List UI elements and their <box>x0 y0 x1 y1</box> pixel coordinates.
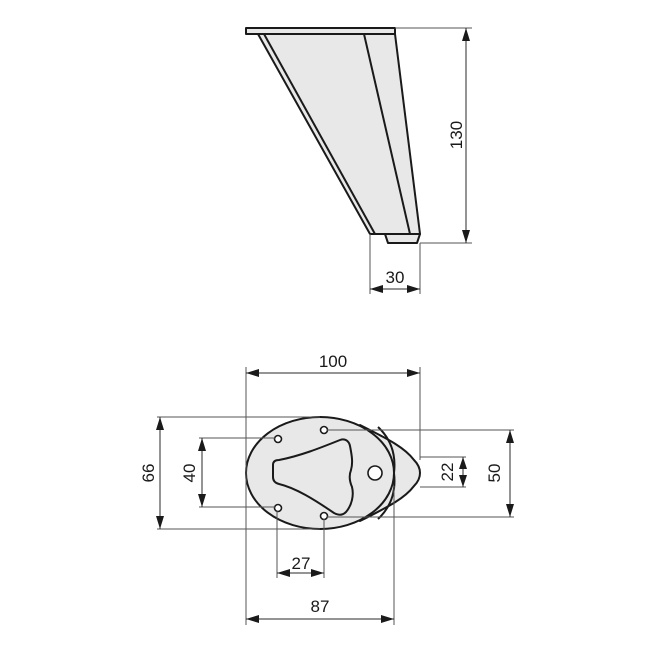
dimension-label-27: 27 <box>292 554 311 573</box>
center-bolt-hole <box>367 465 383 481</box>
arrow-left-icon <box>277 569 290 577</box>
top-view: 100 87 27 66 <box>139 352 514 625</box>
arrow-up-icon <box>462 28 470 41</box>
triangle-cutout <box>272 438 354 516</box>
screw-hole-top-right <box>319 425 329 435</box>
dimension-label-22: 22 <box>438 463 457 482</box>
dimension-hole-spacing-inner: 40 <box>180 437 275 508</box>
dimension-hole-spacing-outer: 50 <box>327 429 514 518</box>
arrow-right-icon <box>407 285 420 293</box>
dimension-label-50: 50 <box>485 464 504 483</box>
arrow-right-icon <box>311 569 324 577</box>
dimension-foot-width: 30 <box>369 234 421 294</box>
dimension-label-66: 66 <box>139 464 158 483</box>
arrow-left-icon <box>246 369 259 377</box>
screw-hole-bottom-left <box>273 503 283 513</box>
screw-hole-top-left <box>273 434 283 444</box>
arrow-left-icon <box>370 285 383 293</box>
dimension-label-30: 30 <box>386 268 405 287</box>
dimension-overall-width: 66 <box>139 416 320 530</box>
dimension-label-40: 40 <box>180 464 199 483</box>
arrow-up-icon <box>198 438 206 451</box>
screw-hole-bottom-right <box>319 511 329 521</box>
arrow-down-icon <box>459 475 467 487</box>
dimension-height: 130 <box>395 27 472 244</box>
leg-right-inner-edge <box>363 33 411 235</box>
dimension-label-130: 130 <box>447 121 466 149</box>
dimension-label-87: 87 <box>311 597 330 616</box>
arrow-down-icon <box>462 230 470 243</box>
leg-body <box>257 33 421 235</box>
arrow-up-icon <box>156 417 164 430</box>
dimension-overall-length: 100 <box>245 352 421 625</box>
dimension-tip-width: 22 <box>420 456 467 488</box>
arrow-down-icon <box>156 516 164 529</box>
arrow-right-icon <box>407 369 420 377</box>
dimension-label-100: 100 <box>319 352 347 371</box>
foot-pad <box>384 233 421 244</box>
side-view: 130 30 <box>245 27 472 294</box>
plate-tip-seam <box>377 426 396 520</box>
leg-left-inner-edge <box>263 33 376 235</box>
dimension-plate-length: 87 <box>246 486 395 625</box>
arrow-left-icon <box>246 615 259 623</box>
arrow-down-icon <box>506 504 514 517</box>
arrow-up-icon <box>506 430 514 443</box>
dimension-hole-spacing-x: 27 <box>276 511 325 578</box>
arrow-right-icon <box>381 615 394 623</box>
arrow-up-icon <box>459 457 467 469</box>
arrow-down-icon <box>198 494 206 507</box>
mounting-plate <box>245 27 396 35</box>
